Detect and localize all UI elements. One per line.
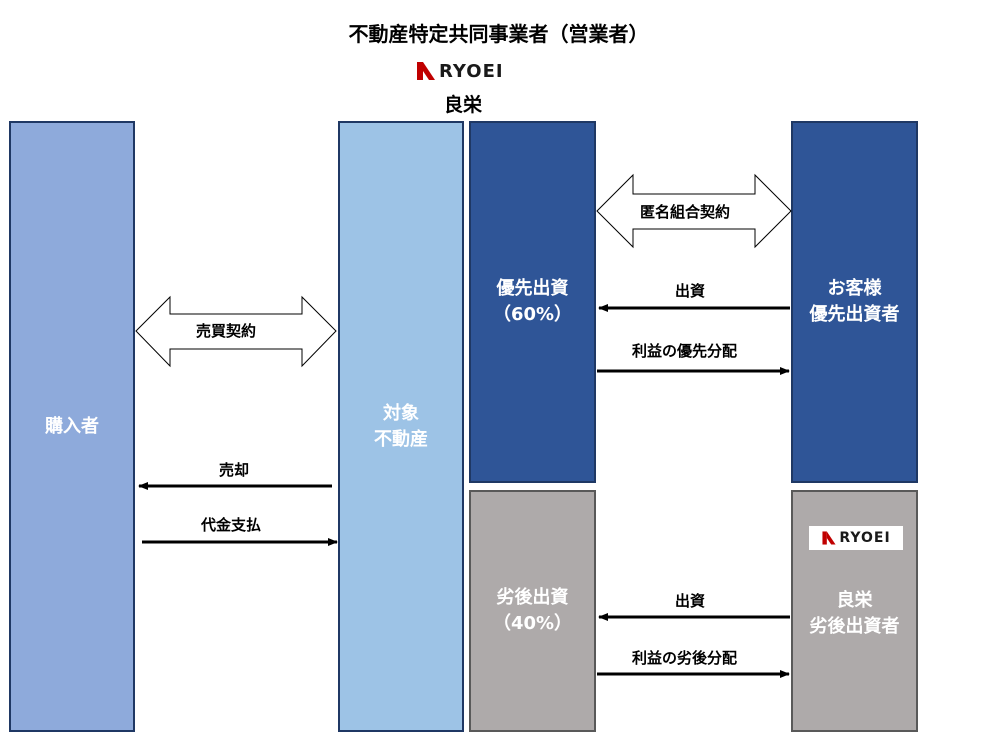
property-label: 対象 不動産 bbox=[374, 402, 428, 450]
ryoei-logo-mark-icon bbox=[417, 62, 435, 80]
junior-profit-label: 利益の劣後分配 bbox=[632, 649, 738, 667]
diagram-title: 不動産特定共同事業者（営業者） bbox=[348, 22, 649, 46]
customer-senior-investor-label: お客様 優先出資者 bbox=[809, 278, 900, 325]
ryoei-junior-investor-box: RYOEI 良栄 劣後出資者 bbox=[791, 490, 918, 732]
junior-invest-label: 出資 bbox=[675, 592, 706, 610]
sale-label: 売却 bbox=[219, 461, 250, 479]
senior-invest-label: 出資 bbox=[675, 282, 706, 300]
ryoei-small-logo: RYOEI bbox=[809, 526, 903, 550]
ryoei-logo-text: RYOEI bbox=[439, 60, 504, 82]
ryoei-small-logo-mark-icon bbox=[822, 531, 836, 545]
customer-senior-investor-box: お客様 優先出資者 bbox=[791, 121, 918, 483]
operator-name: 良栄 bbox=[444, 94, 483, 116]
buyer-label: 購入者 bbox=[45, 415, 99, 437]
senior-investment-label: 優先出資 （60%） bbox=[492, 278, 573, 325]
sales-contract-double-arrow bbox=[135, 295, 337, 368]
tokumei-contract-double-arrow bbox=[596, 173, 792, 249]
ryoei-logo: RYOEI bbox=[415, 60, 504, 82]
ryoei-small-logo-text: RYOEI bbox=[839, 530, 891, 546]
property-box: 対象 不動産 bbox=[338, 121, 464, 732]
senior-profit-label: 利益の優先分配 bbox=[632, 342, 738, 360]
junior-investment-label: 劣後出資 （40%） bbox=[492, 587, 573, 634]
sales-contract-label: 売買契約 bbox=[196, 322, 257, 340]
payment-label: 代金支払 bbox=[201, 516, 262, 534]
ryoei-junior-investor-label: 良栄 劣後出資者 bbox=[809, 590, 900, 637]
senior-investment-box: 優先出資 （60%） bbox=[469, 121, 596, 483]
junior-investment-box: 劣後出資 （40%） bbox=[469, 490, 596, 732]
tokumei-contract-label: 匿名組合契約 bbox=[640, 203, 731, 221]
buyer-box: 購入者 bbox=[9, 121, 135, 732]
